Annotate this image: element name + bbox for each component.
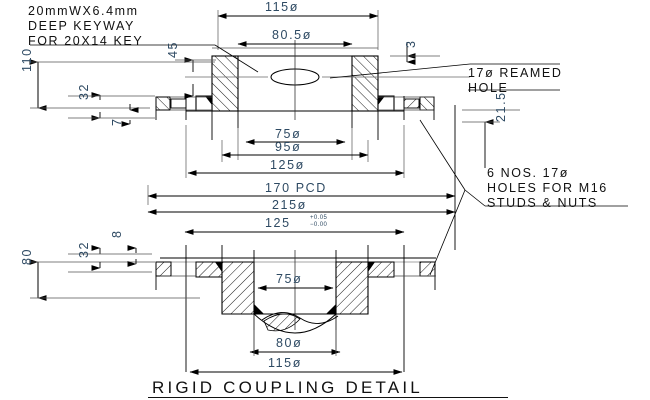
stud-holes-note-line-3: STUDS & NUTS	[487, 196, 598, 210]
dimension-lines-lower	[29, 245, 403, 375]
dim-left-flange-lower: 32	[77, 240, 91, 258]
dim-bottom-outer: 115ø	[268, 356, 302, 370]
dim-hub-height: 45	[166, 40, 180, 58]
dim-top-thin: 3	[404, 39, 418, 48]
dim-right-vertical: 21.5	[494, 91, 508, 122]
dim-toleranced-value: 125	[265, 216, 291, 230]
dim-pcd: 170 PCD	[265, 181, 327, 195]
dim-left-small-lower: 8	[110, 229, 124, 238]
keyway-note: 20mmWX6.4mm DEEP KEYWAY FOR 20X14 KEY	[28, 4, 143, 49]
upper-half-section	[155, 40, 470, 140]
dim-spigot-upper: 125ø	[270, 158, 305, 172]
tolerance-minus: −0.00	[310, 221, 328, 228]
dim-outer-flange: 215ø	[272, 198, 307, 212]
dim-left-flange-upper: 32	[77, 82, 91, 100]
stud-holes-note: 6 NOS. 17ø HOLES FOR M16 STUDS & NUTS	[487, 166, 608, 211]
reamed-hole-note: 17ø REAMED HOLE	[468, 66, 563, 96]
lower-half-section	[155, 245, 436, 372]
tolerance-plus: +0.05	[310, 215, 328, 221]
dim-bore-lower: 75ø	[276, 272, 303, 286]
dim-bore-upper: 75ø	[275, 127, 302, 141]
dim-hub-lower: 80ø	[276, 336, 303, 350]
dim-top-hub: 80.5ø	[272, 28, 312, 42]
stud-holes-note-line-1: 6 NOS. 17ø	[487, 166, 569, 180]
leader-lines	[30, 44, 628, 276]
drawing-title: RIGID COUPLING DETAIL	[152, 378, 423, 397]
reamed-hole-note-line-1: 17ø REAMED	[468, 66, 563, 80]
dimension-lines-upper	[29, 10, 520, 250]
stud-holes-note-line-2: HOLES FOR M16	[487, 181, 608, 195]
keyway-note-line-3: FOR 20X14 KEY	[28, 34, 144, 48]
dim-tolerance-block: +0.05 −0.00	[310, 215, 327, 228]
dim-recess-upper: 95ø	[275, 140, 302, 154]
dim-left-overall-upper: 110	[20, 47, 34, 72]
dim-left-small-upper: 7	[110, 117, 124, 126]
keyway-note-line-1: 20mmWX6.4mm	[28, 4, 139, 18]
title-underline	[148, 397, 508, 398]
dim-top-outer: 115ø	[265, 0, 299, 14]
keyway-note-line-2: DEEP KEYWAY	[28, 19, 135, 33]
dim-left-overall-lower: 80	[20, 247, 34, 265]
reamed-hole-note-line-2: HOLE	[468, 81, 509, 95]
